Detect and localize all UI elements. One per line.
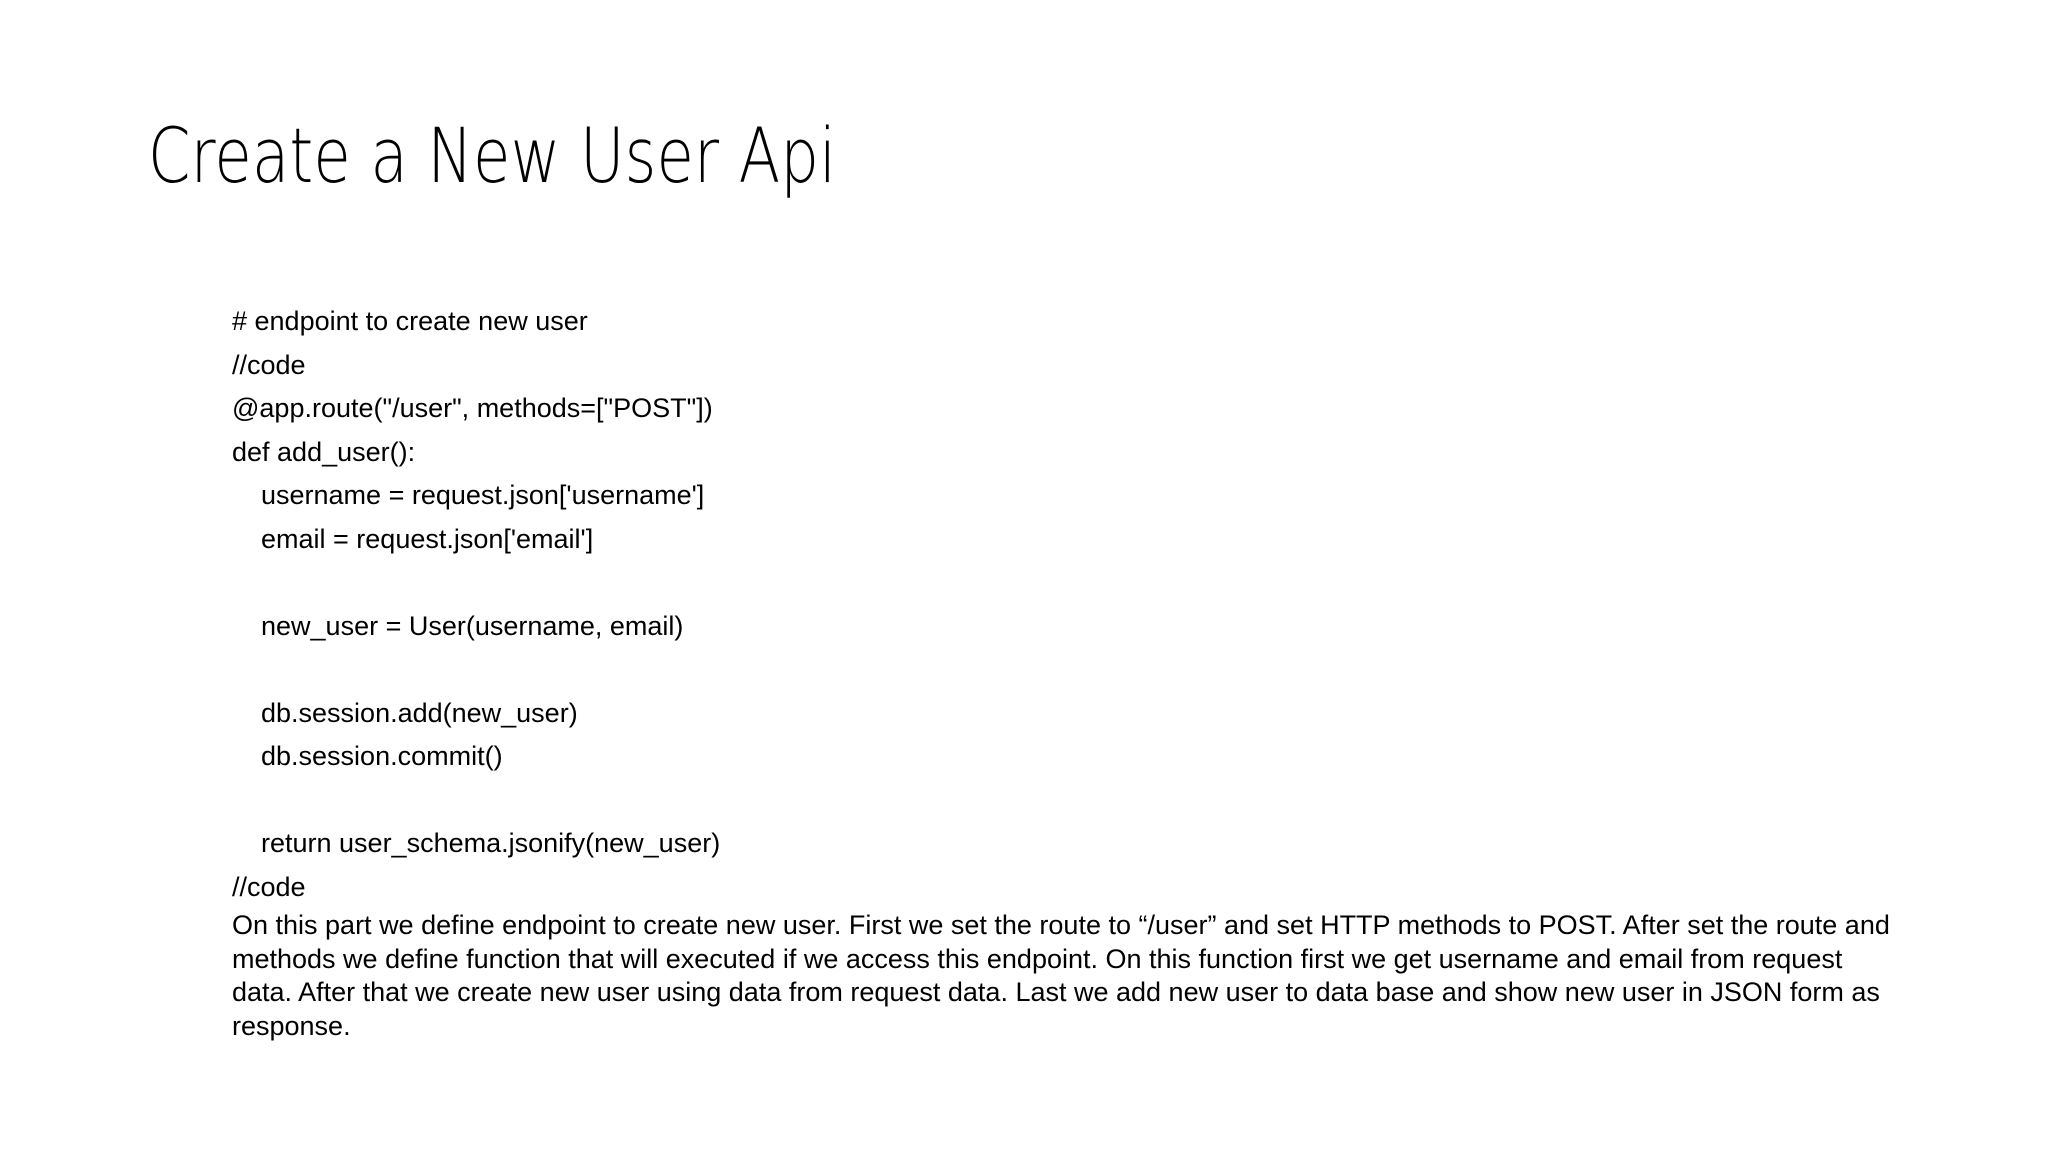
code-line: //code: [232, 349, 306, 380]
code-line: db.session.commit(): [261, 741, 503, 771]
code-line-blank: [232, 561, 1912, 605]
code-line: username = request.json['username']: [261, 480, 705, 510]
code-line: def add_user():: [232, 436, 416, 467]
code-line: db.session.add(new_user): [261, 697, 578, 728]
code-line: email = request.json['email']: [261, 523, 594, 554]
code-line: new_user = User(username, email): [261, 610, 684, 641]
code-line: return user_schema.jsonify(new_user): [261, 828, 721, 858]
code-line: //code: [232, 871, 306, 902]
code-block: # endpoint to create new user //code @ap…: [232, 300, 1912, 909]
code-line: # endpoint to create new user: [232, 306, 588, 336]
page-title: Create a New User Api: [148, 111, 837, 200]
code-line-blank: [232, 648, 1912, 692]
code-line-blank: [232, 779, 1912, 823]
code-line: @app.route("/user", methods=["POST"]): [232, 393, 713, 423]
explanation-paragraph: On this part we define endpoint to creat…: [232, 910, 1890, 1041]
slide-body: # endpoint to create new user //code @ap…: [232, 300, 1912, 1043]
